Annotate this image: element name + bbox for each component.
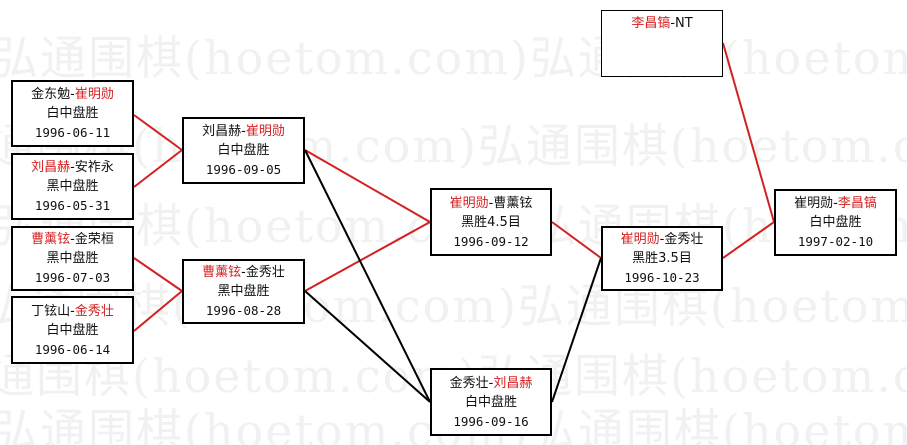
winner-name: 崔明勋 bbox=[620, 232, 660, 247]
winner-name: 曹薰铉 bbox=[31, 232, 71, 247]
winner-name: 李昌镐 bbox=[837, 196, 877, 211]
player-name: - bbox=[70, 160, 75, 175]
connector-b3-b6 bbox=[133, 257, 183, 292]
match-box-b3: 曹薰铉-金荣桓黑中盘胜 1996-07-03 bbox=[11, 226, 134, 291]
player-name: 金东勉 bbox=[31, 87, 71, 102]
player-name: 金秀壮 bbox=[245, 265, 285, 280]
match-result: 黑胜4.5目 bbox=[461, 214, 521, 230]
match-result: 黑中盘胜 bbox=[46, 251, 99, 266]
match-date: 1996-09-16 bbox=[453, 413, 529, 429]
match-players: 刘昌赫-崔明勋 bbox=[202, 122, 285, 141]
connector-b9-b11 bbox=[722, 221, 775, 259]
match-players: 曹薰铉-金秀壮 bbox=[202, 263, 285, 282]
player-name: 安祚永 bbox=[74, 160, 114, 175]
match-result: 白中盘胜 bbox=[464, 394, 517, 410]
match-players: 崔明勋-金秀壮 bbox=[621, 230, 704, 249]
match-date: 1996-10-23 bbox=[624, 270, 700, 285]
player-name: -NT bbox=[670, 16, 693, 31]
match-result: 白中盘胜 bbox=[46, 106, 99, 121]
player-name: 丁铉山 bbox=[31, 303, 71, 319]
match-box-b1: 金东勉-崔明勋白中盘胜 1996-06-11 bbox=[11, 80, 134, 147]
winner-name: 刘昌赫 bbox=[31, 160, 71, 175]
match-players: 丁铉山-金秀壮 bbox=[31, 302, 114, 321]
match-box-b11: 崔明勋-李昌镐白中盘胜 1997-02-10 bbox=[774, 189, 897, 256]
player-name: - bbox=[241, 265, 246, 280]
player-name: 刘昌赫 bbox=[202, 124, 242, 139]
winner-name: 李昌镐 bbox=[631, 16, 671, 31]
player-name: - bbox=[488, 375, 494, 391]
match-box-b2: 刘昌赫-安祚永黑中盘胜 1996-05-31 bbox=[11, 153, 134, 220]
player-name: 金秀壮 bbox=[449, 375, 489, 391]
match-players: 刘昌赫-安祚永 bbox=[31, 158, 114, 177]
match-date: 1996-06-11 bbox=[34, 125, 111, 140]
player-name: - bbox=[70, 303, 75, 319]
match-result: 白中盘胜 bbox=[217, 143, 270, 158]
connector-b4-b6 bbox=[133, 290, 183, 332]
match-players: 金东勉-崔明勋 bbox=[31, 85, 114, 104]
winner-name: 崔明勋 bbox=[245, 124, 285, 139]
connector-b8-b9 bbox=[551, 257, 602, 403]
player-name: 崔明勋 bbox=[794, 196, 834, 211]
match-box-b6: 曹薰铉-金秀壮黑中盘胜 1996-08-28 bbox=[182, 259, 305, 324]
winner-name: 刘昌赫 bbox=[493, 375, 533, 391]
match-players: 崔明勋-曹薰铉 bbox=[450, 194, 533, 213]
player-name: - bbox=[241, 124, 246, 139]
player-name: - bbox=[70, 87, 75, 102]
player-name: 曹薰铉 bbox=[493, 195, 533, 211]
match-players: 曹薰铉-金荣桓 bbox=[31, 230, 114, 249]
connector-b6-b8 bbox=[304, 290, 431, 403]
player-name: - bbox=[488, 195, 494, 211]
player-name: - bbox=[70, 232, 75, 247]
winner-name: 崔明勋 bbox=[74, 87, 114, 102]
match-date: 1996-09-05 bbox=[205, 162, 282, 177]
match-players: 崔明勋-李昌镐 bbox=[794, 194, 877, 213]
winner-name: 崔明勋 bbox=[449, 195, 489, 211]
match-players: 金秀壮-刘昌赫 bbox=[450, 374, 533, 393]
match-result: 黑中盘胜 bbox=[217, 284, 270, 299]
match-players: 李昌镐-NT bbox=[631, 14, 692, 33]
connector-b1-b5 bbox=[133, 114, 183, 151]
player-name: - bbox=[659, 232, 665, 247]
match-date: 1996-05-31 bbox=[34, 198, 111, 213]
match-date: 1996-07-03 bbox=[34, 270, 111, 285]
player-name: 金荣桓 bbox=[74, 232, 114, 247]
winner-name: 曹薰铉 bbox=[202, 265, 242, 280]
connector-b5-b7 bbox=[304, 149, 431, 223]
match-date: 1997-02-10 bbox=[797, 234, 874, 249]
connector-b10-b11 bbox=[722, 42, 775, 223]
match-result: 黑中盘胜 bbox=[46, 179, 99, 194]
match-result: 白中盘胜 bbox=[809, 215, 862, 230]
connector-b5-b8 bbox=[304, 149, 431, 403]
connector-b7-b9 bbox=[551, 221, 602, 259]
match-date: 1996-08-28 bbox=[205, 303, 282, 318]
player-name: 金秀壮 bbox=[664, 232, 704, 247]
match-date: 1996-06-14 bbox=[34, 341, 111, 357]
match-box-b5: 刘昌赫-崔明勋白中盘胜 1996-09-05 bbox=[182, 117, 305, 184]
player-name: - bbox=[833, 196, 838, 211]
match-box-b9: 崔明勋-金秀壮黑胜3.5目 1996-10-23 bbox=[601, 226, 723, 291]
connector-b2-b5 bbox=[133, 149, 183, 188]
match-result: 黑胜3.5目 bbox=[632, 251, 692, 266]
match-box-b10: 李昌镐-NT bbox=[601, 10, 723, 77]
match-result: 白中盘胜 bbox=[46, 322, 99, 338]
connector-b6-b7 bbox=[304, 221, 431, 292]
match-date: 1996-09-12 bbox=[453, 233, 529, 249]
winner-name: 金秀壮 bbox=[74, 303, 114, 319]
